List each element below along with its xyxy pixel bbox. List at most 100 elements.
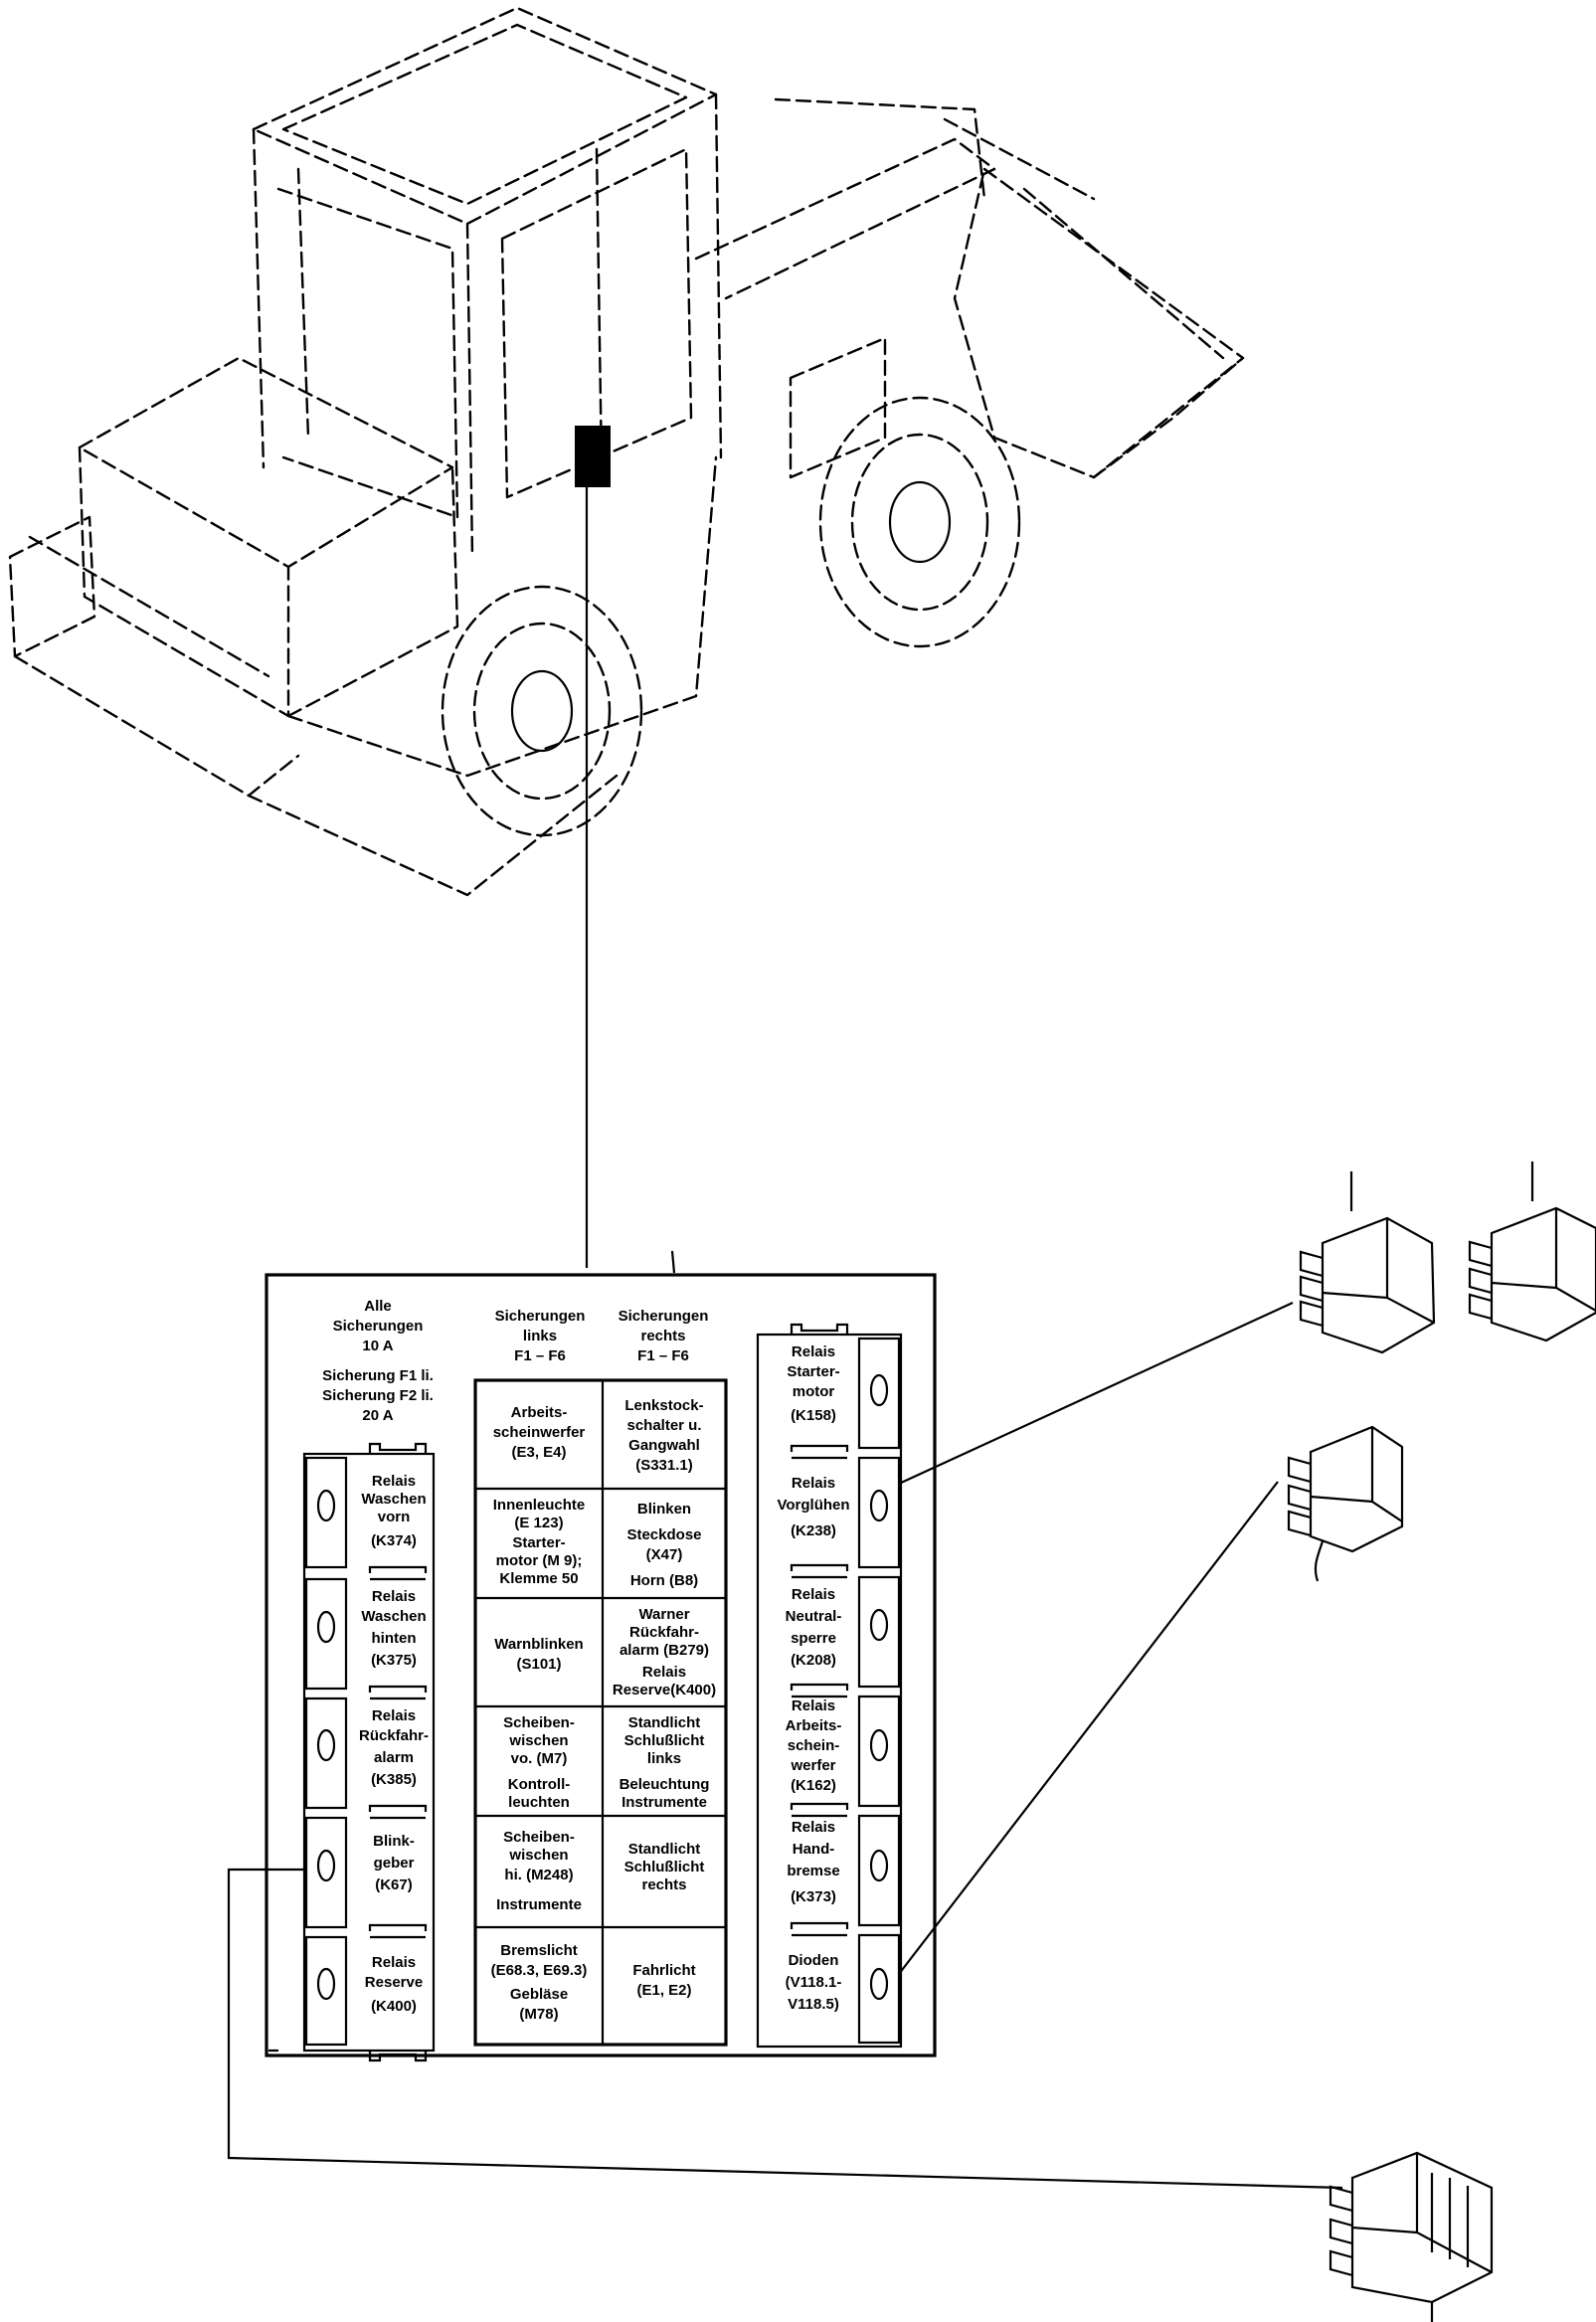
svg-text:Innenleuchte: Innenleuchte <box>493 1497 586 1514</box>
svg-text:scheinwerfer: scheinwerfer <box>493 1424 586 1441</box>
svg-text:(K162): (K162) <box>791 1777 836 1794</box>
relay-illustration-2 <box>1468 1161 1596 1342</box>
svg-text:Blinken: Blinken <box>637 1501 691 1518</box>
svg-text:Relais: Relais <box>372 1954 416 1971</box>
svg-text:vorn: vorn <box>378 1509 411 1525</box>
relay-illustration-4 <box>1329 2151 1494 2322</box>
svg-text:Warner: Warner <box>638 1606 689 1623</box>
svg-text:Instrumente: Instrumente <box>496 1896 582 1913</box>
svg-text:Alle: Alle <box>364 1298 392 1315</box>
svg-text:Waschen: Waschen <box>361 1491 426 1508</box>
svg-text:(K67): (K67) <box>375 1876 413 1893</box>
fuse-left-6: Bremslicht (E68.3, E69.3) Gebläse (M78) <box>491 1942 588 2023</box>
svg-text:V118.5): V118.5) <box>788 1996 839 2013</box>
svg-text:links: links <box>523 1328 557 1344</box>
svg-text:(K208): (K208) <box>791 1652 836 1669</box>
svg-text:F1 – F6: F1 – F6 <box>637 1347 689 1364</box>
svg-text:(E3, E4): (E3, E4) <box>511 1444 566 1461</box>
svg-text:Instrumente: Instrumente <box>621 1794 707 1811</box>
fuse-left-5: Scheiben- wischen hi. (M248) Instrumente <box>496 1829 582 1913</box>
svg-text:Horn (B8): Horn (B8) <box>630 1572 698 1589</box>
connector-diodes <box>898 1481 1279 1975</box>
fuse-right-1: Lenkstock- schalter u. Gangwahl (S331.1) <box>624 1397 703 1474</box>
relay-illustration-1 <box>1299 1171 1436 1354</box>
svg-text:hinten: hinten <box>372 1630 417 1647</box>
svg-text:motor: motor <box>793 1383 835 1400</box>
wheel-loader-illustration <box>8 6 1245 897</box>
svg-text:vo. (M7): vo. (M7) <box>511 1750 568 1767</box>
svg-text:wischen: wischen <box>508 1847 568 1864</box>
svg-text:Relais: Relais <box>372 1588 416 1605</box>
svg-text:Standlicht: Standlicht <box>628 1714 701 1731</box>
svg-text:Sicherungen: Sicherungen <box>495 1308 586 1325</box>
fuse-left-2: Innenleuchte (E 123) Starter- motor (M 9… <box>493 1497 586 1587</box>
svg-text:Steckdose: Steckdose <box>626 1526 701 1543</box>
svg-text:Starter-: Starter- <box>512 1534 565 1551</box>
header-all-fuses: Alle Sicherungen 10 A Sicherung F1 li. S… <box>322 1298 434 1424</box>
svg-text:Sicherungen: Sicherungen <box>619 1308 709 1325</box>
connector-k67 <box>227 1868 1343 2190</box>
svg-text:Scheiben-: Scheiben- <box>503 1829 575 1846</box>
fuse-left-3: Warnblinken (S101) <box>494 1636 583 1673</box>
svg-text:Vorglühen: Vorglühen <box>777 1497 849 1514</box>
svg-text:F1 – F6: F1 – F6 <box>514 1347 566 1364</box>
fuse-right-5: Standlicht Schlußlicht rechts <box>624 1841 705 1893</box>
svg-text:(S331.1): (S331.1) <box>635 1457 693 1474</box>
svg-text:Sicherungen: Sicherungen <box>333 1318 424 1335</box>
svg-text:Relais: Relais <box>792 1697 835 1714</box>
svg-text:(S101): (S101) <box>516 1656 561 1673</box>
svg-text:Dioden: Dioden <box>789 1952 839 1969</box>
svg-text:schein-: schein- <box>788 1737 840 1754</box>
svg-text:(E68.3, E69.3): (E68.3, E69.3) <box>491 1962 588 1979</box>
svg-text:Arbeits-: Arbeits- <box>511 1404 568 1421</box>
svg-text:schalter u.: schalter u. <box>626 1417 701 1434</box>
svg-text:(V118.1-: (V118.1- <box>786 1974 842 1991</box>
relay-illustration-3 <box>1287 1425 1404 1582</box>
svg-text:10 A: 10 A <box>362 1338 393 1354</box>
svg-text:Beleuchtung: Beleuchtung <box>620 1776 710 1793</box>
fuse-right-3: Warner Rückfahr- alarm (B279) Relais Res… <box>613 1606 716 1698</box>
svg-text:(K374): (K374) <box>371 1532 417 1549</box>
fuse-left-1: Arbeits- scheinwerfer (E3, E4) <box>493 1404 586 1461</box>
relay-k67: Blink- geber (K67) <box>373 1833 415 1893</box>
svg-text:Schlußlicht: Schlußlicht <box>624 1859 705 1875</box>
relay-k400: Relais Reserve (K400) <box>365 1954 423 2015</box>
svg-text:Relais: Relais <box>792 1475 835 1492</box>
svg-text:motor (M 9);: motor (M 9); <box>496 1552 583 1569</box>
svg-text:(K238): (K238) <box>791 1522 836 1539</box>
svg-text:Hand-: Hand- <box>793 1841 835 1858</box>
svg-text:Relais: Relais <box>792 1586 835 1603</box>
svg-text:Schlußlicht: Schlußlicht <box>624 1732 705 1749</box>
relay-k375: Relais Waschen hinten (K375) <box>361 1588 426 1669</box>
svg-text:rechts: rechts <box>640 1328 685 1344</box>
svg-text:hi. (M248): hi. (M248) <box>504 1867 573 1883</box>
svg-text:Blink-: Blink- <box>373 1833 415 1850</box>
relay-k208: Relais Neutral- sperre (K208) <box>786 1586 842 1669</box>
svg-text:links: links <box>647 1750 681 1767</box>
svg-text:geber: geber <box>374 1855 415 1872</box>
relay-k385: Relais Rückfahr- alarm (K385) <box>359 1707 429 1788</box>
fuse-left-4: Scheiben- wischen vo. (M7) Kontroll- leu… <box>503 1714 575 1811</box>
svg-text:Scheiben-: Scheiben- <box>503 1714 575 1731</box>
svg-text:(K385): (K385) <box>371 1771 417 1788</box>
relay-k373: Relais Hand- bremse (K373) <box>787 1819 839 1905</box>
fuse-right-2: Blinken Steckdose (X47) Horn (B8) <box>626 1501 701 1589</box>
svg-text:leuchten: leuchten <box>508 1794 570 1811</box>
svg-text:werfer: werfer <box>790 1757 835 1774</box>
svg-text:Kontroll-: Kontroll- <box>508 1776 570 1793</box>
svg-text:Neutral-: Neutral- <box>786 1608 842 1625</box>
svg-text:Arbeits-: Arbeits- <box>786 1717 842 1734</box>
fuse-right-6: Fahrlicht (E1, E2) <box>632 1962 695 1999</box>
svg-text:Waschen: Waschen <box>361 1608 426 1625</box>
svg-text:(K373): (K373) <box>791 1888 836 1905</box>
svg-text:Reserve(K400): Reserve(K400) <box>613 1682 716 1698</box>
svg-text:Relais: Relais <box>792 1343 835 1360</box>
svg-text:Rückfahr-: Rückfahr- <box>629 1624 699 1641</box>
svg-text:20 A: 20 A <box>362 1407 393 1424</box>
right-relay-column <box>756 1323 903 2049</box>
svg-text:Gangwahl: Gangwahl <box>628 1437 700 1454</box>
relay-k162: Relais Arbeits- schein- werfer (K162) <box>786 1697 842 1794</box>
svg-text:rechts: rechts <box>641 1876 686 1893</box>
header-fuses-right: Sicherungen rechts F1 – F6 <box>619 1308 709 1364</box>
svg-text:Relais: Relais <box>792 1819 835 1836</box>
